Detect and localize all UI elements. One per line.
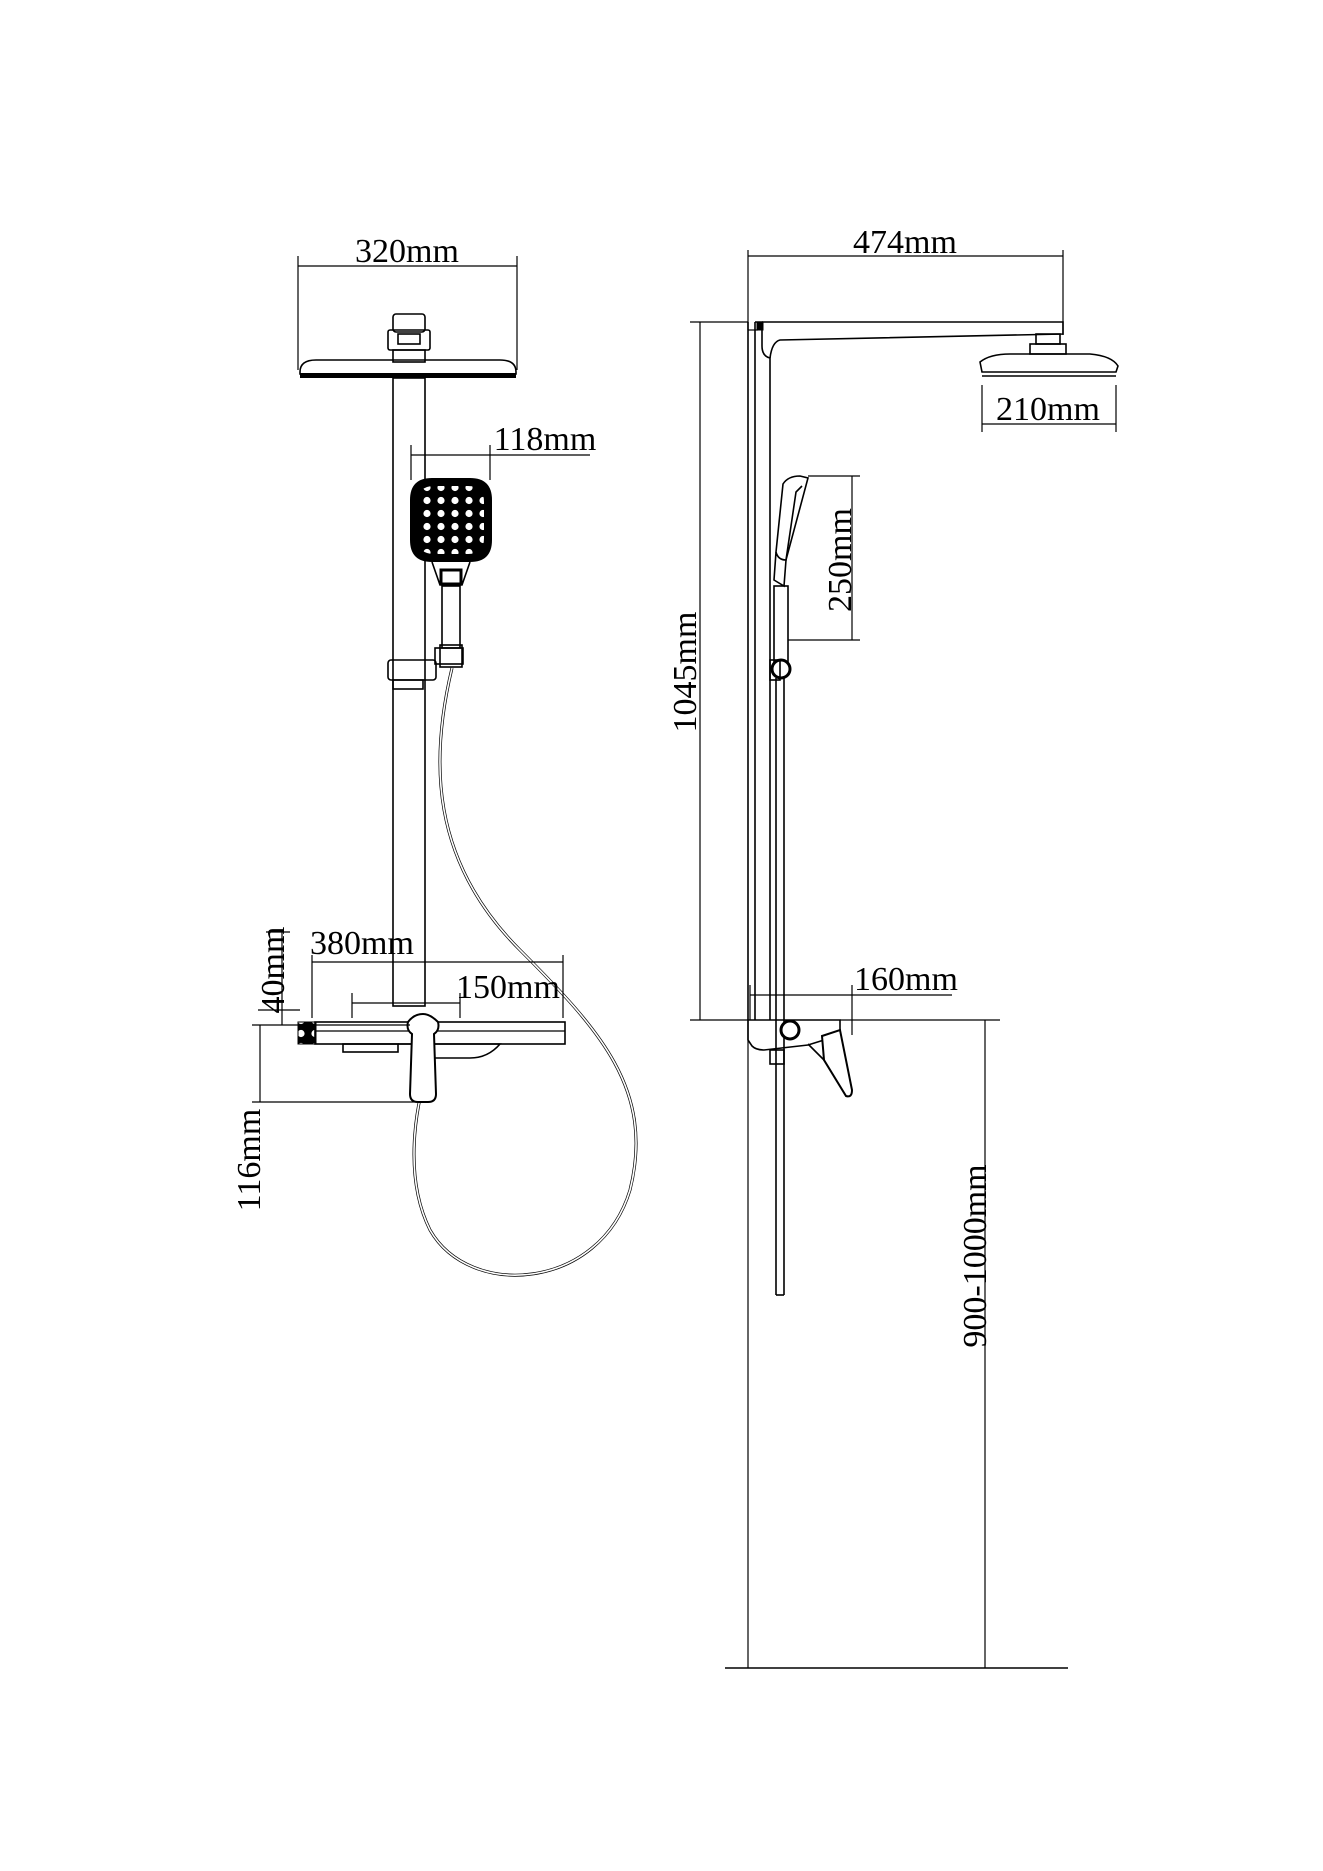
mixer-lever-front [406, 1012, 440, 1103]
dim-label-474: 474mm [853, 224, 957, 261]
dimension-hand-shower-width: 118mm [410, 421, 597, 480]
dimension-arm-length: 474mm [747, 224, 1064, 335]
front-riser-column [392, 377, 426, 1007]
dimension-shelf-height: 40mm [255, 927, 300, 1025]
dimension-head-diameter: 210mm [981, 385, 1117, 432]
side-rain-head [979, 333, 1119, 377]
side-mixer [747, 1019, 854, 1098]
rain-shower-head [299, 359, 517, 378]
side-view: 474mm 210mm [667, 224, 1119, 1669]
shower-hose [412, 667, 638, 1277]
slider-bracket [387, 647, 464, 690]
hand-shower-front [410, 478, 492, 668]
dimension-hand-shower-length: 250mm [788, 475, 860, 641]
dimension-rain-head-width: 320mm [297, 233, 518, 370]
shower-arm [762, 321, 1064, 359]
dim-label-150: 150mm [456, 969, 560, 1006]
dimension-mixer-height: 116mm [231, 1024, 420, 1212]
dim-label-320: 320mm [355, 233, 459, 270]
dim-label-40: 40mm [255, 927, 292, 1014]
dimension-rail-height: 1045mm [667, 321, 748, 1021]
hand-shower-side [769, 475, 809, 681]
dim-label-900-1000: 900-1000mm [957, 1164, 994, 1347]
dimension-spout-projection-front: 150mm [351, 969, 560, 1018]
shelf-mixer [297, 1021, 566, 1059]
dimension-spout-projection-side: 160mm [749, 961, 958, 1035]
dim-label-116: 116mm [231, 1109, 268, 1212]
side-hose [775, 678, 785, 1296]
dim-label-210: 210mm [996, 391, 1100, 428]
dim-label-380: 380mm [310, 925, 414, 962]
dimension-shelf-width: 380mm [310, 925, 564, 1018]
dimension-install-height: 900-1000mm [840, 1019, 1000, 1668]
dim-label-160: 160mm [854, 961, 958, 998]
floor-line [725, 1020, 1068, 1669]
dim-label-250: 250mm [822, 508, 859, 612]
side-riser-rail [747, 321, 771, 1020]
dim-label-1045: 1045mm [667, 612, 704, 733]
rain-head-connector [387, 313, 431, 363]
dim-label-118: 118mm [494, 421, 597, 458]
front-view: 320mm 118mm [231, 233, 638, 1277]
